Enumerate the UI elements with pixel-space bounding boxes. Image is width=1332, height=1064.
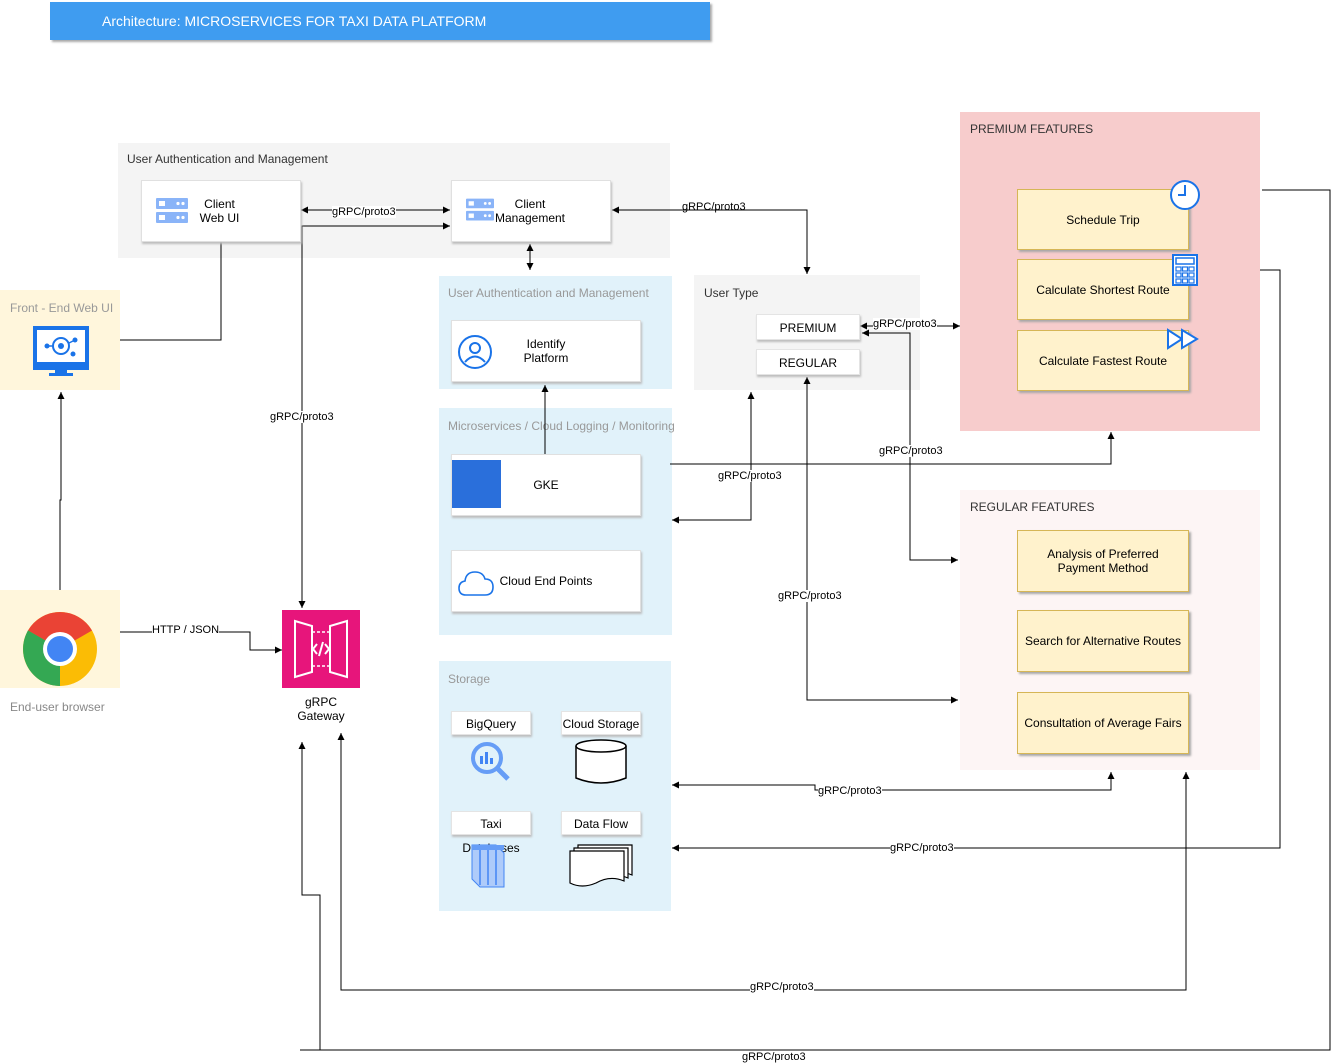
- edge-label-storage-regfeat: gRPC/proto3: [818, 785, 882, 797]
- regular-feature-average-fairs[interactable]: Consultation of Average Fairs: [1017, 692, 1189, 754]
- edge-premium-gateway-outer: [300, 189, 1331, 1051]
- client-management-label: Client Management: [494, 197, 566, 225]
- user-circle-icon: [458, 335, 492, 369]
- regular-features-group-label: REGULAR FEATURES: [970, 500, 1095, 514]
- microservices-group-label: Microservices / Cloud Logging / Monitori…: [448, 419, 675, 433]
- edge-regfeat-gateway: [337, 733, 1190, 991]
- chrome-icon[interactable]: [22, 611, 98, 687]
- gke-node[interactable]: GKE: [451, 454, 641, 516]
- data-flow-label: Data Flow: [561, 811, 641, 835]
- gke-label: GKE: [533, 478, 559, 492]
- grpc-gateway-node[interactable]: [282, 610, 360, 688]
- frontend-group-label: Front - End Web UI: [10, 301, 114, 315]
- client-management-node[interactable]: Client Management: [451, 180, 611, 242]
- edge-webui-frontend: [120, 242, 222, 341]
- identify-platform-node[interactable]: Identify Platform: [451, 320, 641, 382]
- regular-feature-payment-analysis[interactable]: Analysis of Preferred Payment Method: [1017, 530, 1189, 592]
- cylinder-icon: [575, 739, 627, 784]
- bigquery-icon: [471, 742, 510, 781]
- gke-icon: [452, 460, 501, 508]
- edge-label-gateway-mgmt: gRPC/proto3: [270, 411, 334, 423]
- edge-premium-storage: [672, 269, 1281, 852]
- diagram-title: Architecture: MICROSERVICES FOR TAXI DAT…: [50, 2, 710, 40]
- premium-feature-shortest-route[interactable]: Calculate Shortest Route: [1017, 259, 1189, 320]
- edge-label-regular: gRPC/proto3: [778, 590, 842, 602]
- edge-regular-regfeat: [803, 377, 958, 704]
- edge-label-gke-premium: gRPC/proto3: [879, 445, 943, 457]
- edge-label-usertype-gke: gRPC/proto3: [718, 470, 782, 482]
- edge-usertype-gke: [672, 392, 755, 524]
- edge-label-mgmt-usertype: gRPC/proto3: [682, 201, 746, 213]
- cloud-endpoints-label: Cloud End Points: [499, 574, 593, 588]
- premium-feature-fastest-route[interactable]: Calculate Fastest Route: [1017, 330, 1189, 391]
- edge-label-premium-storage: gRPC/proto3: [890, 842, 954, 854]
- regular-node[interactable]: REGULAR: [756, 349, 860, 375]
- edge-label-outer: gRPC/proto3: [742, 1051, 806, 1063]
- edge-outer-gateway: [298, 742, 321, 1050]
- identify-platform-label: Identify Platform: [523, 337, 569, 365]
- cloud-storage-label: Cloud Storage: [561, 711, 641, 735]
- regular-feature-alternative-routes[interactable]: Search for Alternative Routes: [1017, 610, 1189, 672]
- premium-feature-schedule-trip[interactable]: Schedule Trip: [1017, 189, 1189, 250]
- edge-label-webui-mgmt: gRPC/proto3: [332, 206, 396, 218]
- storage-group-label: Storage: [448, 672, 491, 686]
- calculator-icon: [1172, 254, 1198, 286]
- premium-features-group-label: PREMIUM FEATURES: [970, 122, 1094, 136]
- server-icon: [466, 198, 494, 221]
- server-icon: [156, 198, 188, 223]
- stacked-docs-icon: [569, 844, 633, 887]
- client-web-ui-node[interactable]: Client Web UI: [141, 180, 301, 242]
- cloud-endpoints-node[interactable]: Cloud End Points: [451, 550, 641, 612]
- edge-label-regfeat-gateway: gRPC/proto3: [750, 981, 814, 993]
- taxi-databases-label: Taxi Databases: [451, 811, 531, 855]
- edge-storage-regfeat: [672, 772, 1115, 791]
- edge-mgmt-usertype: [612, 206, 811, 274]
- api-gateway-icon: [294, 619, 348, 679]
- bigquery-label: BigQuery: [451, 711, 531, 735]
- cloud-icon: [458, 571, 494, 596]
- user-type-group-label: User Type: [704, 286, 759, 300]
- auth-blue-group-label: User Authentication and Management: [448, 286, 649, 300]
- grpc-gateway-label: gRPC Gateway: [297, 695, 345, 723]
- clock-icon: [1170, 180, 1200, 210]
- auth-top-group-label: User Authentication and Management: [127, 152, 328, 166]
- end-user-browser-label: End-user browser: [10, 700, 105, 714]
- edge-label-premium-features: gRPC/proto3: [873, 318, 937, 330]
- edge-frontend-browser: [56, 392, 65, 618]
- monitor-network-icon: [33, 326, 89, 376]
- table-icon: [471, 844, 505, 888]
- edge-gateway-mgmt: [298, 222, 450, 608]
- client-web-ui-label: Client Web UI: [199, 197, 240, 225]
- fast-forward-icon: [1167, 328, 1199, 350]
- edge-label-browser-gateway: HTTP / JSON: [152, 624, 220, 636]
- premium-node[interactable]: PREMIUM: [756, 314, 860, 340]
